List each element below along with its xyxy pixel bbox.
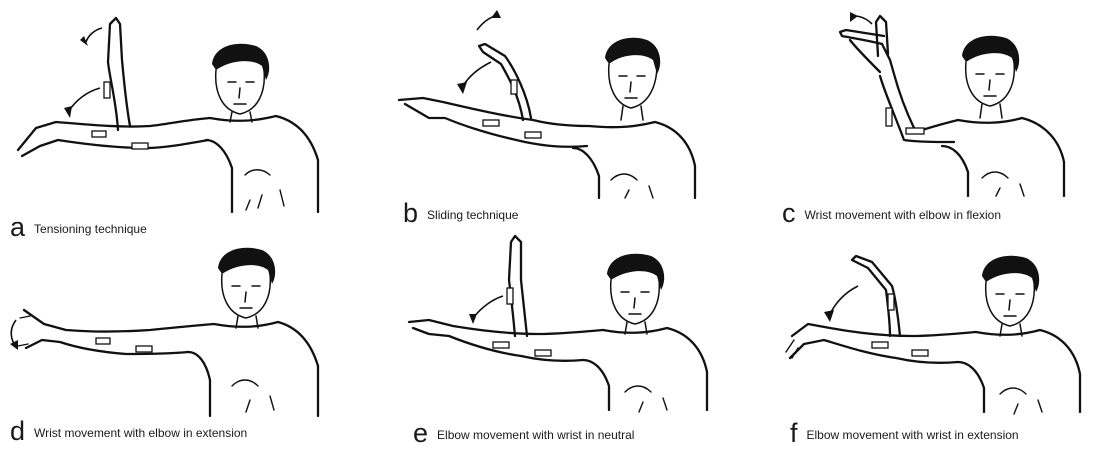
panel-f: f Elbow movement with wrist in extension bbox=[746, 240, 1119, 451]
panel-e-illustration bbox=[373, 240, 746, 420]
panel-c-illustration bbox=[746, 0, 1119, 215]
panel-f-caption-text: Elbow movement with wrist in extension bbox=[807, 428, 1019, 442]
panel-c: c Wrist movement with elbow in flexion bbox=[746, 0, 1119, 240]
panel-a-letter: a bbox=[10, 212, 25, 242]
panel-c-caption: c Wrist movement with elbow in flexion bbox=[782, 200, 1001, 227]
panel-b-letter: b bbox=[403, 198, 418, 228]
panel-d-letter: d bbox=[10, 416, 25, 446]
panel-e: e Elbow movement with wrist in neutral bbox=[373, 240, 746, 451]
panel-a-illustration bbox=[0, 0, 373, 215]
panel-a-caption-text: Tensioning technique bbox=[34, 222, 147, 236]
panel-d-caption: d Wrist movement with elbow in extension bbox=[10, 418, 247, 445]
panel-b-illustration bbox=[373, 0, 746, 215]
panel-d-caption-text: Wrist movement with elbow in extension bbox=[34, 426, 247, 440]
panel-e-caption-text: Elbow movement with wrist in neutral bbox=[437, 428, 634, 442]
panel-f-illustration bbox=[746, 240, 1119, 420]
panel-f-letter: f bbox=[790, 418, 798, 448]
panel-a-caption: a Tensioning technique bbox=[10, 214, 147, 241]
panel-f-caption: f Elbow movement with wrist in extension bbox=[790, 420, 1019, 447]
panel-c-letter: c bbox=[782, 198, 796, 228]
panel-e-caption: e Elbow movement with wrist in neutral bbox=[413, 420, 634, 447]
panel-d: d Wrist movement with elbow in extension bbox=[0, 240, 373, 451]
panel-b-caption-text: Sliding technique bbox=[427, 208, 518, 222]
panel-b-caption: b Sliding technique bbox=[403, 200, 518, 227]
panel-a: a Tensioning technique bbox=[0, 0, 373, 240]
panel-d-illustration bbox=[0, 240, 373, 420]
panel-b: b Sliding technique bbox=[373, 0, 746, 240]
panel-e-letter: e bbox=[413, 418, 428, 448]
panel-c-caption-text: Wrist movement with elbow in flexion bbox=[805, 208, 1002, 222]
